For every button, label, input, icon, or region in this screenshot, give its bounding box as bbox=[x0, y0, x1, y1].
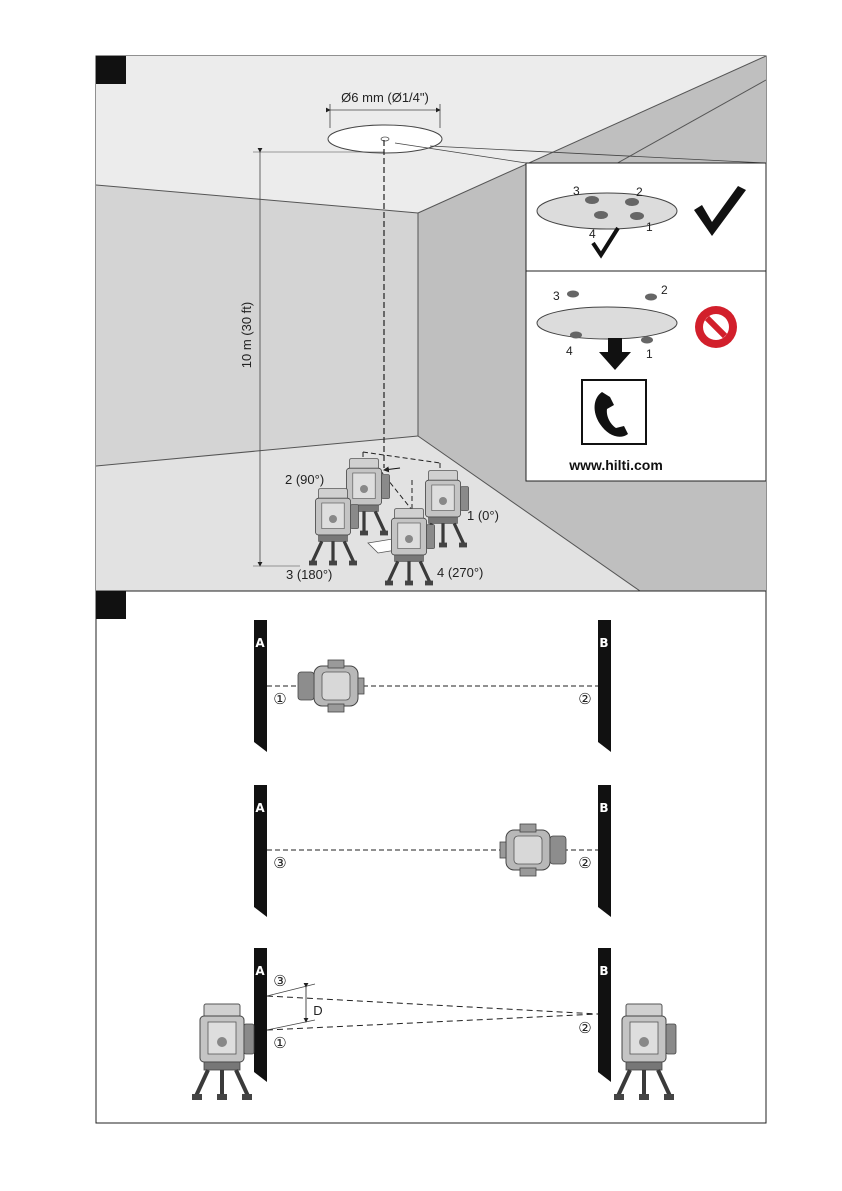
ok-point-1: 1 bbox=[646, 220, 653, 234]
figure-2-marker bbox=[96, 591, 126, 619]
figure-2-panel: A B ① ② A B ③ ② A B bbox=[96, 591, 766, 1123]
position-2-label: 2 (90°) bbox=[285, 472, 324, 487]
left-wall bbox=[96, 185, 418, 466]
mark-3: ③ bbox=[273, 973, 286, 990]
mark-2: ② bbox=[578, 691, 591, 708]
ceiling-target bbox=[328, 125, 442, 153]
deviation-label: D bbox=[313, 1003, 322, 1018]
mark-2: ② bbox=[578, 1020, 591, 1037]
wall-a-label: A bbox=[255, 964, 265, 978]
phone-icon bbox=[582, 380, 646, 444]
height-label: 10 m (30 ft) bbox=[239, 302, 254, 368]
wall-a-label: A bbox=[255, 801, 265, 815]
inset-ok-panel: 3 2 1 4 bbox=[526, 163, 766, 271]
ok-point-3: 3 bbox=[573, 184, 580, 198]
position-1-label: 1 (0°) bbox=[467, 508, 499, 523]
mark-1: ① bbox=[273, 691, 286, 708]
bad-point-1: 1 bbox=[646, 347, 653, 361]
wall-b-label: B bbox=[599, 801, 608, 815]
bad-point-4: 4 bbox=[566, 344, 573, 358]
figure-1-marker bbox=[96, 56, 126, 84]
wall-b-label: B bbox=[599, 636, 608, 650]
ok-point-4: 4 bbox=[589, 227, 596, 241]
bad-point-2: 2 bbox=[661, 283, 668, 297]
prohibited-icon bbox=[695, 306, 737, 348]
wall-a-label: A bbox=[255, 636, 265, 650]
inset-not-ok-panel: 3 2 4 1 www.hilti.com bbox=[526, 271, 766, 481]
bad-point-3: 3 bbox=[553, 289, 560, 303]
mark-3: ③ bbox=[273, 855, 286, 872]
position-3-label: 3 (180°) bbox=[286, 567, 332, 582]
figure-1-panel: Ø6 mm (Ø1/4") 10 m (30 ft) 2 (90°) 1 (0°… bbox=[96, 56, 766, 591]
ok-point-2: 2 bbox=[636, 185, 643, 199]
support-url: www.hilti.com bbox=[568, 457, 663, 473]
mark-2: ② bbox=[578, 855, 591, 872]
position-4-label: 4 (270°) bbox=[437, 565, 483, 580]
wall-b-label: B bbox=[599, 964, 608, 978]
mark-1: ① bbox=[273, 1035, 286, 1052]
diameter-label: Ø6 mm (Ø1/4") bbox=[341, 90, 429, 105]
